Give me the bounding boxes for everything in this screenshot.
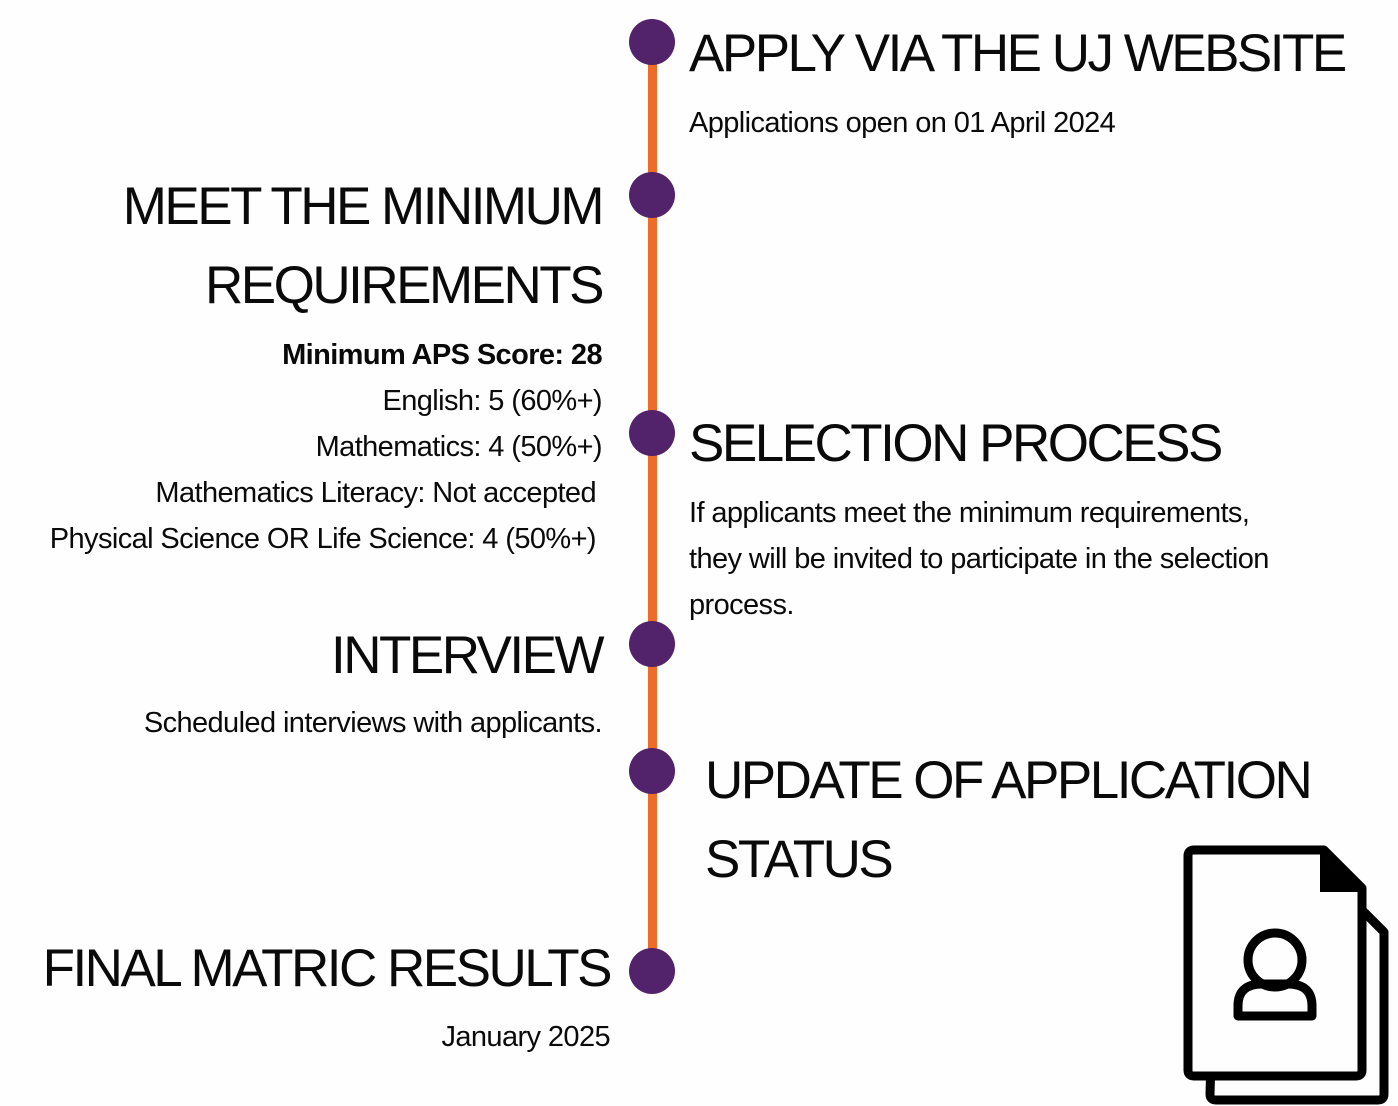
step-title-requirements-line1: MEET THE MINIMUM [122, 177, 605, 236]
step-description-apply: Applications open on 01 April 2024 [689, 107, 1116, 139]
step-title-selection: SELECTION PROCESS [689, 414, 1223, 473]
step-title-requirements-line2: REQUIREMENTS [205, 256, 604, 315]
step-description-selection-line3: process. [689, 589, 794, 621]
step-title-interview: INTERVIEW [331, 626, 605, 685]
step-title-update-line2: STATUS [705, 830, 894, 889]
timeline-dot-apply [629, 19, 675, 65]
step-description-selection-line1: If applicants meet the minimum requireme… [689, 497, 1250, 529]
requirement-item: Mathematics Literacy: Not accepted [155, 477, 596, 509]
timeline-line [648, 40, 657, 975]
timeline-dot-update [629, 748, 675, 794]
step-description-final: January 2025 [441, 1021, 610, 1053]
requirement-item: Minimum APS Score: 28 [282, 339, 603, 371]
requirement-item: Mathematics: 4 (50%+) [315, 431, 603, 463]
user-document-icon [1183, 845, 1389, 1105]
timeline-dot-requirements [629, 172, 675, 218]
requirement-item: Physical Science OR Life Science: 4 (50%… [49, 523, 597, 555]
step-description-interview: Scheduled interviews with applicants. [143, 707, 603, 739]
timeline-dot-selection [629, 410, 675, 456]
step-title-final: FINAL MATRIC RESULTS [42, 939, 613, 998]
requirement-item: English: 5 (60%+) [382, 385, 602, 417]
timeline-dot-interview [629, 621, 675, 667]
step-description-selection-line2: they will be invited to participate in t… [689, 543, 1269, 575]
timeline-dot-final [629, 948, 675, 994]
step-title-apply: APPLY VIA THE UJ WEBSITE [689, 24, 1347, 83]
step-title-update-line1: UPDATE OF APPLICATION [705, 751, 1313, 810]
